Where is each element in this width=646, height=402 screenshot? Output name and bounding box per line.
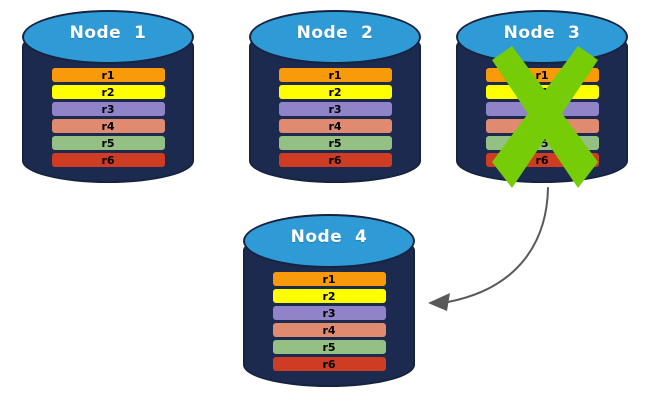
data-row[interactable]: r6 (278, 153, 392, 167)
node-node2[interactable]: Node 2 r1 r2 r3 r4 r5 r6 (249, 10, 421, 183)
data-row[interactable]: r5 (272, 340, 386, 354)
node-node4[interactable]: Node 4 r1 r2 r3 r4 r5 r6 (243, 214, 415, 387)
data-row[interactable]: r6 (51, 153, 165, 167)
cylinder-top (22, 10, 194, 64)
data-row[interactable]: r5 (51, 136, 165, 150)
node-title: Node 4 (290, 227, 368, 247)
node-node1[interactable]: Node 1 r1 r2 r3 r4 r5 r6 (22, 10, 194, 183)
data-row[interactable]: r6 (272, 357, 386, 371)
data-row[interactable]: r5 (485, 136, 599, 150)
data-row[interactable]: r2 (485, 85, 599, 99)
node-title: Node 1 (69, 23, 147, 43)
row-list: r1 r2 r3 r4 r5 r6 (243, 272, 415, 371)
cylinder-top (249, 10, 421, 64)
row-list: r1 r2 r3 r4 r5 r6 (456, 68, 628, 167)
data-row[interactable]: r2 (272, 289, 386, 303)
data-row[interactable]: r3 (51, 102, 165, 116)
data-row[interactable]: r3 (485, 102, 599, 116)
data-row[interactable]: r4 (272, 323, 386, 337)
node-title: Node 2 (296, 23, 374, 43)
data-row[interactable]: r1 (272, 272, 386, 286)
row-list: r1 r2 r3 r4 r5 r6 (249, 68, 421, 167)
data-row[interactable]: r3 (278, 102, 392, 116)
data-row[interactable]: r4 (51, 119, 165, 133)
data-row[interactable]: r1 (485, 68, 599, 82)
data-row[interactable]: r5 (278, 136, 392, 150)
node-title: Node 3 (503, 23, 581, 43)
data-row[interactable]: r1 (278, 68, 392, 82)
row-list: r1 r2 r3 r4 r5 r6 (22, 68, 194, 167)
data-row[interactable]: r3 (272, 306, 386, 320)
node-node3[interactable]: Node 3 r1 r2 r3 r4 r5 r6 (456, 10, 628, 183)
data-row[interactable]: r4 (278, 119, 392, 133)
data-row[interactable]: r1 (51, 68, 165, 82)
data-row[interactable]: r4 (485, 119, 599, 133)
cylinder-top (243, 214, 415, 268)
data-row[interactable]: r2 (51, 85, 165, 99)
data-row[interactable]: r6 (485, 153, 599, 167)
data-row[interactable]: r2 (278, 85, 392, 99)
